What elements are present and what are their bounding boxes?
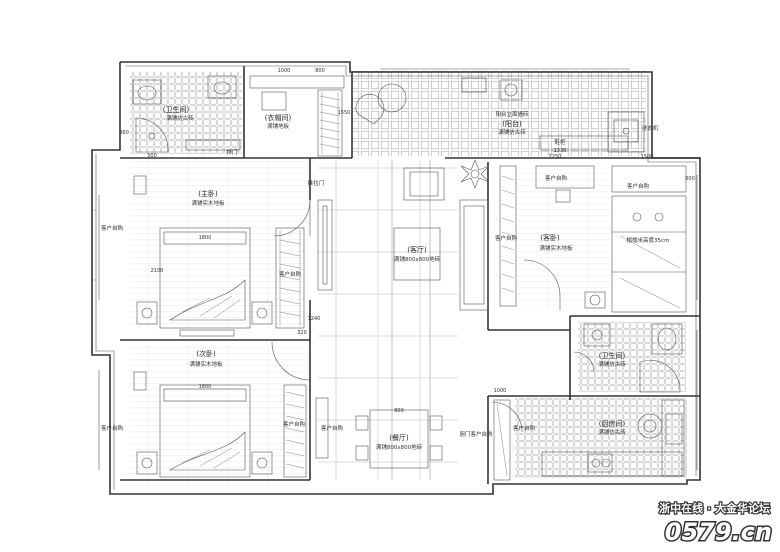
sliding-door-short-label: 移门 <box>226 148 237 156</box>
kitchen-name: (厨房间) <box>599 419 626 428</box>
balcony-name: (阳台) <box>502 119 522 128</box>
cloakroom-note: 满铺地板 <box>267 122 290 130</box>
second-bedroom-name: (次卧) <box>196 349 216 358</box>
dim-860: 860 <box>119 130 129 136</box>
dim-320: 320 <box>297 330 307 336</box>
dim-1800b: 1800 <box>199 384 212 390</box>
guest-bedroom-note: 满铺实木地板 <box>539 244 573 252</box>
dim-1000b: 1000 <box>494 388 507 394</box>
cloakroom-fixtures <box>249 75 345 157</box>
dim-1800a: 1800 <box>199 235 212 241</box>
second-bedroom-note: 满铺实木地板 <box>189 360 223 368</box>
guest-bedroom-fixtures <box>499 165 687 313</box>
tatami-label: 榻榻米高度35cm <box>627 236 670 244</box>
guest-bath-note: 满铺仿古砖 <box>598 360 626 368</box>
dim-1240: 1240 <box>308 316 321 322</box>
dim-1000: 1000 <box>278 68 291 74</box>
kitchen-fixtures <box>491 399 685 481</box>
sliding-door-label: 推拉门 <box>308 179 325 187</box>
living-room-note: 满铺800x800地砖 <box>394 255 441 263</box>
guest-bath-name: (卫生间) <box>599 351 626 360</box>
guest-bath-fixtures <box>573 323 683 393</box>
kitchen-floor <box>515 398 687 478</box>
wardrobe-label-4: 客户自购 <box>283 420 306 428</box>
dim-1550: 1550 <box>338 110 351 116</box>
master-bath-note: 满铺仿古砖 <box>166 114 194 122</box>
guest-bedroom-floor <box>516 170 610 310</box>
master-bedroom-fixtures <box>133 175 311 337</box>
second-bedroom-fixtures <box>133 341 329 478</box>
watermark: 浙中在线 · 大金华论坛 0579.cn <box>658 500 774 548</box>
dining-fixtures <box>355 409 443 469</box>
second-bedroom-floor <box>130 345 308 485</box>
wardrobe-label-6: 客户自购 <box>545 174 568 182</box>
master-bath-fixtures <box>132 75 241 153</box>
wardrobe-label-5: 客户自购 <box>321 424 344 432</box>
living-floor <box>318 160 458 348</box>
dim-800: 800 <box>315 68 325 74</box>
dimensions: 1000 800 1800 1800 2100 2250 1500 1550 1… <box>119 68 695 414</box>
wardrobe-label-7: 客户自购 <box>627 182 650 190</box>
living-room-name: (客厅) <box>407 245 427 254</box>
shoe-cabinet-label: 鞋柜 <box>554 138 566 146</box>
wardrobe-label-1: 客户自购 <box>101 224 124 232</box>
wardrobe-label-3: 客户自购 <box>101 424 124 432</box>
dim-2100: 2100 <box>151 268 164 274</box>
dining-room-name: (餐厅) <box>389 433 409 442</box>
watermark-line1: 浙中在线 · 大金华论坛 <box>659 501 770 515</box>
watermark-line2: 0579.cn <box>665 518 772 546</box>
wardrobe-label-8: 客户自购 <box>495 234 518 242</box>
dining-floor <box>318 348 458 480</box>
dining-room-note: 满铺800x800地砖 <box>376 443 423 451</box>
balcony-note: 满铺仿古砖 <box>498 128 526 136</box>
dim-2250: 2250 <box>549 154 562 160</box>
wardrobe-label-9: 客户自购 <box>513 424 536 432</box>
wardrobe-label-2: 客户自购 <box>279 270 302 278</box>
balcony-fixtures <box>355 77 645 153</box>
cloakroom-name: (衣帽间) <box>265 113 292 122</box>
balcony-floor <box>352 70 646 156</box>
wash-machine-label: 洗衣机 <box>642 124 659 132</box>
dim-800b: 800 <box>394 408 404 414</box>
dim-600: 600 <box>685 176 695 182</box>
dim-500: 500 <box>147 153 157 159</box>
room-labels: (卫生间) 满铺仿古砖 (衣帽间) 满铺地板 (主卧) 满铺实木地板 (客厅) … <box>163 105 626 451</box>
kitchen-note: 满铺仿古砖 <box>598 428 626 436</box>
master-bedroom-note: 满铺实木地板 <box>191 199 225 207</box>
balcony-note-label: 阳台立面墙砖 <box>495 110 529 118</box>
dim-1330: 1330 <box>554 148 567 154</box>
master-bath-name: (卫生间) <box>163 105 190 114</box>
master-bedroom-name: (主卧) <box>198 189 218 198</box>
guest-bedroom-name: (客卧) <box>540 233 560 242</box>
guest-bath-floor <box>578 322 686 392</box>
walls <box>91 61 701 495</box>
kitchen-door-label: 厨门客户自购 <box>459 430 493 438</box>
dim-1500: 1500 <box>641 154 654 160</box>
annotations: 客户自购 客户自购 客户自购 客户自购 客户自购 客户自购 客户自购 客户自购 … <box>101 110 669 438</box>
